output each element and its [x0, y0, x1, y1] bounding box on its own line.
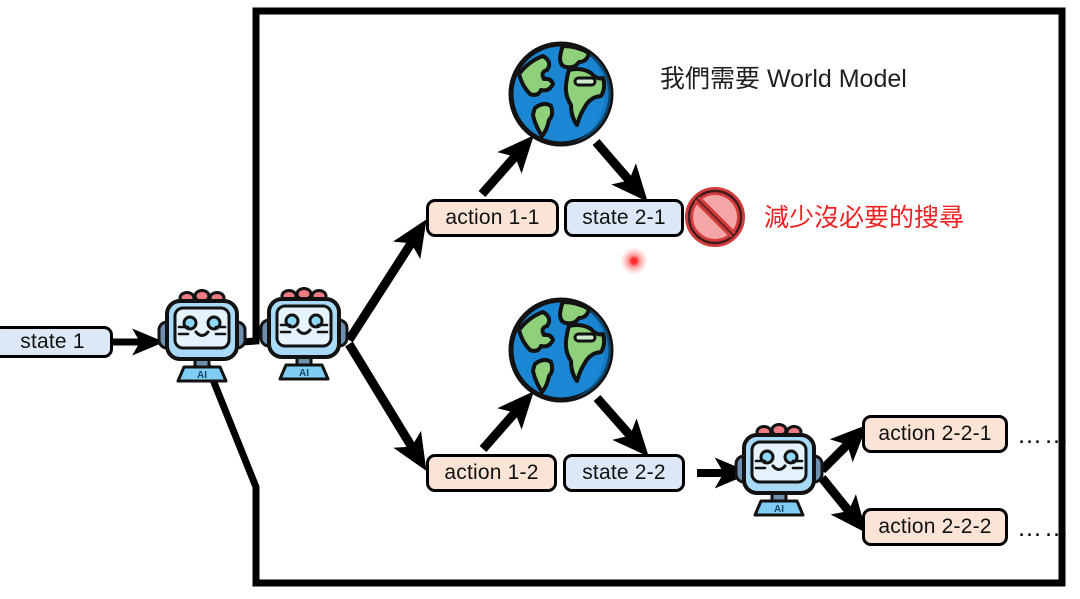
arrow-action-1-2-to-globe	[479, 391, 534, 452]
arrow-globe-to-state-2-1	[592, 139, 648, 202]
agent-leaf-robot-icon: AI	[733, 421, 825, 521]
agent-root-robot-icon: AI	[156, 287, 248, 387]
ellipsis-after-action-2-2-2: ……	[1017, 514, 1071, 542]
prune-search-caption: 減少沒必要的搜尋	[764, 204, 965, 232]
world-model-globe-icon-top	[505, 38, 617, 150]
svg-text:AI: AI	[197, 370, 207, 381]
node-action-1-1[interactable]: action 1-1	[426, 199, 559, 237]
node-action-2-2-2[interactable]: action 2-2-2	[862, 508, 1008, 546]
world-model-caption: 我們需要 World Model	[660, 65, 907, 93]
node-action-2-2-1[interactable]: action 2-2-1	[862, 415, 1008, 453]
node-action-1-2[interactable]: action 1-2	[426, 454, 557, 492]
arrow-agent-to-action-2-2-2	[818, 475, 867, 534]
arrow-agent-to-action-1-1	[345, 219, 427, 343]
ellipsis-after-action-2-2-1: ……	[1017, 421, 1071, 449]
node-state-2-2[interactable]: state 2-2	[563, 454, 685, 492]
agent-branch-robot-icon: AI	[258, 285, 350, 385]
arrow-action-1-1-to-globe	[478, 135, 534, 197]
arrow-globe-to-state-2-2	[593, 395, 649, 457]
world-model-globe-icon-bottom	[505, 294, 617, 406]
svg-text:AI: AI	[774, 504, 784, 515]
laser-pointer-dot	[621, 248, 647, 274]
svg-text:AI: AI	[299, 368, 309, 379]
node-state-2-1[interactable]: state 2-1	[564, 199, 684, 237]
node-state-1[interactable]: state 1	[0, 326, 113, 358]
no-entry-icon	[684, 186, 746, 248]
arrow-agent-to-action-2-2-1	[818, 424, 868, 474]
arrow-agent-to-action-1-2	[345, 341, 427, 471]
